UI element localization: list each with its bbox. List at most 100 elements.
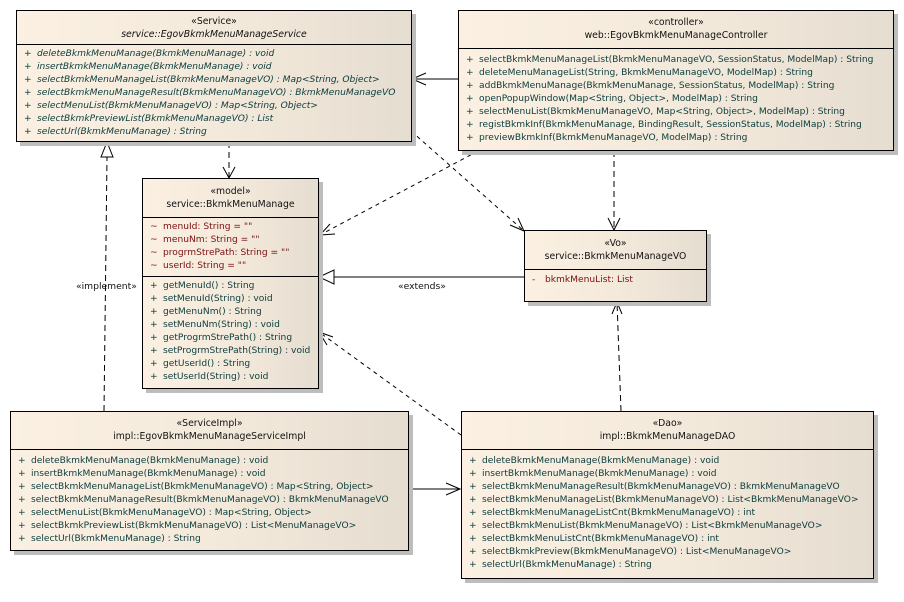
attribute-row[interactable]: ~ userId: String = "" bbox=[143, 260, 318, 273]
operation-row[interactable]: +selectBkmkMenuList(BkmkMenuManageVO) : … bbox=[462, 520, 873, 533]
extends-label: «extends» bbox=[398, 281, 446, 292]
operation-row[interactable]: + insertBkmkMenuManage(BkmkMenuManage) : … bbox=[17, 61, 411, 74]
operation-row[interactable]: +previewBkmkInf(BkmkMenuManageVO, ModelM… bbox=[459, 132, 893, 145]
visibility-marker: - bbox=[532, 275, 536, 285]
visibility-marker: + bbox=[18, 495, 26, 505]
class-egov-bkmk-menu-manage-service[interactable]: «Service» service::EgovBkmkMenuManageSer… bbox=[16, 10, 412, 142]
relation-controller-vo[interactable] bbox=[607, 151, 621, 232]
operation-row[interactable]: + deleteMenuManageList(String, BkmkMenuMa… bbox=[459, 67, 893, 80]
operation-signature: deleteBkmkMenuManage(BkmkMenuManage) : v… bbox=[31, 456, 269, 466]
operation-row[interactable]: +getMenuNm() : String bbox=[143, 306, 318, 319]
operation-signature: insertBkmkMenuManage(BkmkMenuManage) : v… bbox=[482, 469, 717, 479]
attribute-row[interactable]: ~progrmStrePath: String = "" bbox=[143, 247, 318, 260]
operation-row[interactable]: +selectBkmkMenuManageListCnt(BkmkMenuMan… bbox=[462, 507, 873, 520]
operation-row[interactable]: + insertBkmkMenuManage(BkmkMenuManage) : … bbox=[11, 468, 408, 481]
operation-row[interactable]: +selectUrl(BkmkMenuManage) : String bbox=[17, 126, 411, 139]
operations-section: + deleteBkmkMenuManage(BkmkMenuManage) : … bbox=[11, 450, 408, 549]
operation-row[interactable]: +setMenuNm(String) : void bbox=[143, 319, 318, 332]
operation-row[interactable]: +openPopupWindow(Map<String, Object>, Mo… bbox=[459, 93, 893, 106]
operation-signature: selectBkmkMenuList(BkmkMenuManageVO) : L… bbox=[482, 521, 823, 531]
attribute-signature: menuNm: String = "" bbox=[163, 235, 260, 245]
attribute-row[interactable]: ~menuNm: String = "" bbox=[143, 234, 318, 247]
class-bkmk-menu-manage[interactable]: «model» service::BkmkMenuManage ~menuId:… bbox=[142, 178, 319, 389]
operation-row[interactable]: +selectMenuList(BkmkMenuManageVO) : Map<… bbox=[17, 100, 411, 113]
operation-row[interactable]: +selectBkmkMenuListCnt(BkmkMenuManageVO)… bbox=[462, 533, 873, 546]
operation-row[interactable]: +addBkmkMenuManage(BkmkMenuManage, Sessi… bbox=[459, 80, 893, 93]
class-stereotype: «model» bbox=[210, 186, 251, 197]
visibility-marker: + bbox=[24, 49, 32, 59]
operation-row[interactable]: +insertBkmkMenuManage(BkmkMenuManage) : … bbox=[462, 468, 873, 481]
operation-row[interactable]: +selectMenuList(BkmkMenuManageVO) : Map<… bbox=[11, 507, 408, 520]
class-egov-bkmk-menu-manage-controller[interactable]: «controller» web::EgovBkmkMenuManageCont… bbox=[458, 10, 894, 151]
operation-signature: selectBkmkMenuManageList(BkmkMenuManageV… bbox=[482, 495, 859, 505]
operation-row[interactable]: +getMenuId() : String bbox=[143, 280, 318, 293]
operation-row[interactable]: +registBkmkInf(BkmkMenuManage, BindingRe… bbox=[459, 119, 893, 132]
operation-row[interactable]: +selectBkmkMenuManageResult(BkmkMenuMana… bbox=[17, 87, 411, 100]
attribute-signature: userId: String = "" bbox=[163, 261, 247, 271]
operation-row[interactable]: +selectBkmkMenuManageResult(BkmkMenuMana… bbox=[11, 494, 408, 507]
operation-row[interactable]: +setUserId(String) : void bbox=[143, 371, 318, 384]
operation-signature: insertBkmkMenuManage(BkmkMenuManage) : v… bbox=[37, 62, 272, 72]
operation-row[interactable]: +deleteBkmkMenuManage(BkmkMenuManage) : … bbox=[462, 455, 873, 468]
operation-signature: getUserId() : String bbox=[163, 359, 251, 369]
operation-row[interactable]: +selectBkmkMenuManageList(BkmkMenuManage… bbox=[11, 481, 408, 494]
visibility-marker: + bbox=[469, 508, 477, 518]
visibility-marker: + bbox=[150, 281, 158, 291]
class-header: «Vo» service::BkmkMenuManageVO bbox=[525, 231, 706, 270]
relation-serviceimpl-dao[interactable] bbox=[409, 482, 462, 496]
operation-row[interactable]: +selectBkmkMenuManageList(BkmkMenuManage… bbox=[17, 74, 411, 87]
visibility-marker: + bbox=[466, 68, 474, 78]
visibility-marker: + bbox=[18, 482, 26, 492]
attribute-row[interactable]: -bkmkMenuList: List bbox=[525, 274, 706, 287]
attribute-row[interactable]: ~menuId: String = "" bbox=[143, 221, 318, 234]
operation-row[interactable]: +setProgrmStrePath(String) : void bbox=[143, 345, 318, 358]
attribute-signature: menuId: String = "" bbox=[163, 222, 253, 232]
operation-signature: getProgrmStrePath() : String bbox=[163, 333, 293, 343]
visibility-marker: + bbox=[469, 482, 477, 492]
visibility-marker: + bbox=[469, 495, 477, 505]
visibility-marker: + bbox=[150, 372, 158, 382]
relation-vo-model-extends[interactable] bbox=[317, 269, 524, 285]
visibility-marker: ~ bbox=[150, 261, 158, 271]
operation-row[interactable]: +selectBkmkPreview(BkmkMenuManageVO) : L… bbox=[462, 546, 873, 559]
operation-row[interactable]: +selectBkmkMenuManageResult(BkmkMenuMana… bbox=[462, 481, 873, 494]
operation-row[interactable]: +selectBkmkPreviewList(BkmkMenuManageVO)… bbox=[17, 113, 411, 126]
operation-row[interactable]: +selectMenuList(BkmkMenuManageVO, Map<St… bbox=[459, 106, 893, 119]
relation-service-model[interactable] bbox=[222, 142, 236, 180]
class-egov-bkmk-menu-manage-service-impl[interactable]: «ServiceImpl» impl::EgovBkmkMenuManageSe… bbox=[10, 411, 409, 551]
operation-row[interactable]: +deleteBkmkMenuManage(BkmkMenuManage) : … bbox=[17, 48, 411, 61]
class-stereotype: «Service» bbox=[191, 16, 237, 27]
operation-signature: addBkmkMenuManage(BkmkMenuManage, Sessio… bbox=[479, 81, 835, 91]
visibility-marker: + bbox=[24, 62, 32, 72]
class-name: impl::EgovBkmkMenuManageServiceImpl bbox=[113, 431, 306, 442]
operation-row[interactable]: +selectUrl(BkmkMenuManage) : String bbox=[11, 533, 408, 546]
operation-signature: insertBkmkMenuManage(BkmkMenuManage) : v… bbox=[31, 469, 266, 479]
operation-signature: selectBkmkPreview(BkmkMenuManageVO) : Li… bbox=[482, 547, 792, 557]
attributes-section: ~menuId: String = ""~menuNm: String = ""… bbox=[143, 218, 318, 276]
operation-row[interactable]: + selectBkmkMenuManageList(BkmkMenuManage… bbox=[462, 494, 873, 507]
operation-signature: deleteMenuManageList(String, BkmkMenuMan… bbox=[479, 68, 813, 78]
operation-signature: deleteBkmkMenuManage(BkmkMenuManage) : v… bbox=[482, 456, 720, 466]
operation-row[interactable]: +selectBkmkPreviewList(BkmkMenuManageVO)… bbox=[11, 520, 408, 533]
relation-dao-model[interactable] bbox=[317, 331, 462, 436]
visibility-marker: + bbox=[466, 120, 474, 130]
relation-serviceimpl-service-implement[interactable] bbox=[100, 140, 114, 412]
operation-signature: previewBkmkInf(BkmkMenuManageVO, ModelMa… bbox=[479, 133, 748, 143]
visibility-marker: + bbox=[150, 333, 158, 343]
operation-row[interactable]: +deleteBkmkMenuManage(BkmkMenuManage) : … bbox=[11, 455, 408, 468]
visibility-marker: + bbox=[24, 101, 32, 111]
operation-row[interactable]: +setMenuId(String) : void bbox=[143, 293, 318, 306]
operations-section: +getMenuId() : String+setMenuId(String) … bbox=[143, 276, 318, 387]
relation-controller-service[interactable] bbox=[410, 72, 458, 86]
operation-signature: selectUrl(BkmkMenuManage) : String bbox=[31, 534, 201, 544]
operation-row[interactable]: +getUserId() : String bbox=[143, 358, 318, 371]
operation-row[interactable]: +selectBkmkMenuManageList(BkmkMenuManage… bbox=[459, 54, 893, 67]
operation-row[interactable]: +selectUrl(BkmkMenuManage) : String bbox=[462, 559, 873, 572]
class-bkmk-menu-manage-vo[interactable]: «Vo» service::BkmkMenuManageVO -bkmkMenu… bbox=[524, 230, 707, 302]
relation-dao-vo[interactable] bbox=[611, 300, 623, 412]
operation-row[interactable]: + getProgrmStrePath() : String bbox=[143, 332, 318, 345]
visibility-marker: + bbox=[18, 469, 26, 479]
class-bkmk-menu-manage-dao[interactable]: «Dao» impl::BkmkMenuManageDAO +deleteBkm… bbox=[461, 411, 874, 579]
operation-signature: selectBkmkMenuManageResult(BkmkMenuManag… bbox=[37, 88, 396, 98]
relation-controller-model[interactable] bbox=[318, 150, 479, 236]
